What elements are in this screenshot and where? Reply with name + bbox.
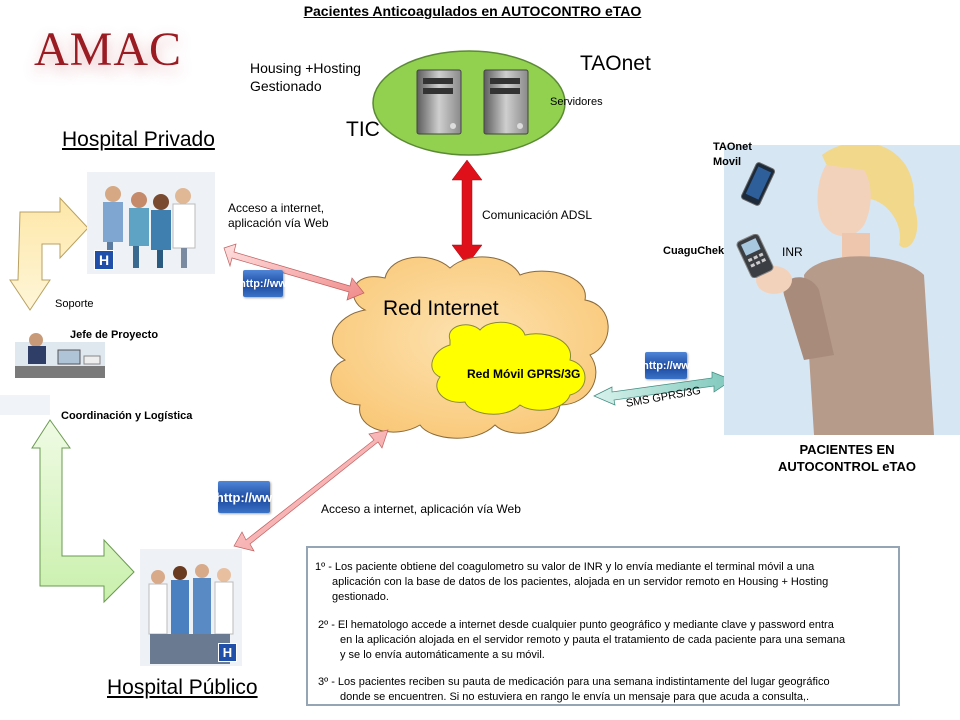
tic-label: TIC [346,118,380,141]
taonet-movil-label: TAOnet Movil [713,140,773,170]
hosting-label-line1: Housing +Hosting [250,60,361,76]
access-arrow-publico [233,429,389,552]
note-3-line2: donde se encuentren. Si no estuviera en … [340,691,810,703]
server-icon [416,69,529,135]
adsl-label: Comunicación ADSL [482,208,593,222]
hospital-publico-title: Hospital Público [107,676,258,699]
server-ellipse [372,50,566,156]
note-2-line1: 2º - El hematologo accede a internet des… [318,619,834,631]
note-3: 3º - Los pacientes reciben su pauta de m… [318,675,830,705]
adsl-arrow [451,159,483,266]
http-icon: http://ww [215,481,273,513]
note-1-line3: gestionado. [332,591,389,603]
coordinacion-label: Coordinación y Logística [61,410,193,422]
hospital-h-icon: H [94,250,114,270]
http-icon-text: http://ww [239,277,287,290]
http-icon-text: http://ww [215,489,273,505]
pacientes-label: PACIENTES EN AUTOCONTROL eTAO [752,441,942,475]
access-label-privado-line1: Acceso a internet, [228,201,325,215]
access-label-publico: Acceso a internet, aplicación vía Web [321,502,521,516]
note-1: 1º - Los paciente obtiene del coagulomet… [315,560,828,605]
shadow-decoration [0,395,50,415]
hosting-label-line2: Gestionado [250,78,322,94]
support-arrow-bottom [31,419,135,604]
hospital-privado-title: Hospital Privado [62,128,215,151]
red-movil-label: Red Móvil GPRS/3G [467,367,581,381]
access-label-privado: Acceso a internet, aplicación vía Web [228,201,358,231]
page-title: Pacientes Anticoagulados en AUTOCONTRO e… [303,3,642,19]
hosting-label: Housing +Hosting Gestionado [250,59,390,95]
note-2-line2: en la aplicación alojada en el servidor … [340,634,846,646]
red-internet-label: Red Internet [383,297,499,320]
note-3-line1: 3º - Los pacientes reciben su pauta de m… [318,676,830,688]
taonet-movil-line2: Movil [713,156,742,168]
pacientes-label-line2: AUTOCONTROL eTAO [778,459,916,474]
hospital-h-icon: H [218,643,237,662]
soporte-label: Soporte [55,298,94,310]
amac-logo: AMAC [34,23,183,76]
pacientes-label-line1: PACIENTES EN [799,442,895,457]
inr-label: INR [782,245,803,259]
cuaguchek-label: CuaguChek [663,245,725,257]
coaguchek-device-icon [733,233,777,279]
taonet-label: TAOnet [580,52,651,75]
hospital-privado-photo: H [87,172,215,274]
note-2-line3: y se lo envía automáticamente a su móvil… [340,649,545,661]
taonet-movil-line1: TAOnet [713,141,752,153]
support-arrow-top [9,196,89,311]
note-1-line1: 1º - Los paciente obtiene del coagulomet… [315,561,815,573]
taonet-phone-icon [738,162,778,206]
jefe-proyecto-label: Jefe de Proyecto [70,329,159,341]
servidores-label: Servidores [550,96,603,108]
access-label-privado-line2: aplicación vía Web [228,216,329,230]
notes-box: 1º - Los paciente obtiene del coagulomet… [306,546,900,706]
internet-cloud [330,256,609,439]
http-icon: http://ww [239,270,287,297]
http-icon: http://ww [642,352,690,379]
note-2: 2º - El hematologo accede a internet des… [318,618,845,663]
hospital-publico-photo: H [140,549,242,666]
note-1-line2: aplicación con la base de datos de los p… [332,576,829,588]
access-arrow-privado [223,243,365,301]
http-icon-text: http://ww [642,359,690,372]
project-manager-image [15,333,105,378]
